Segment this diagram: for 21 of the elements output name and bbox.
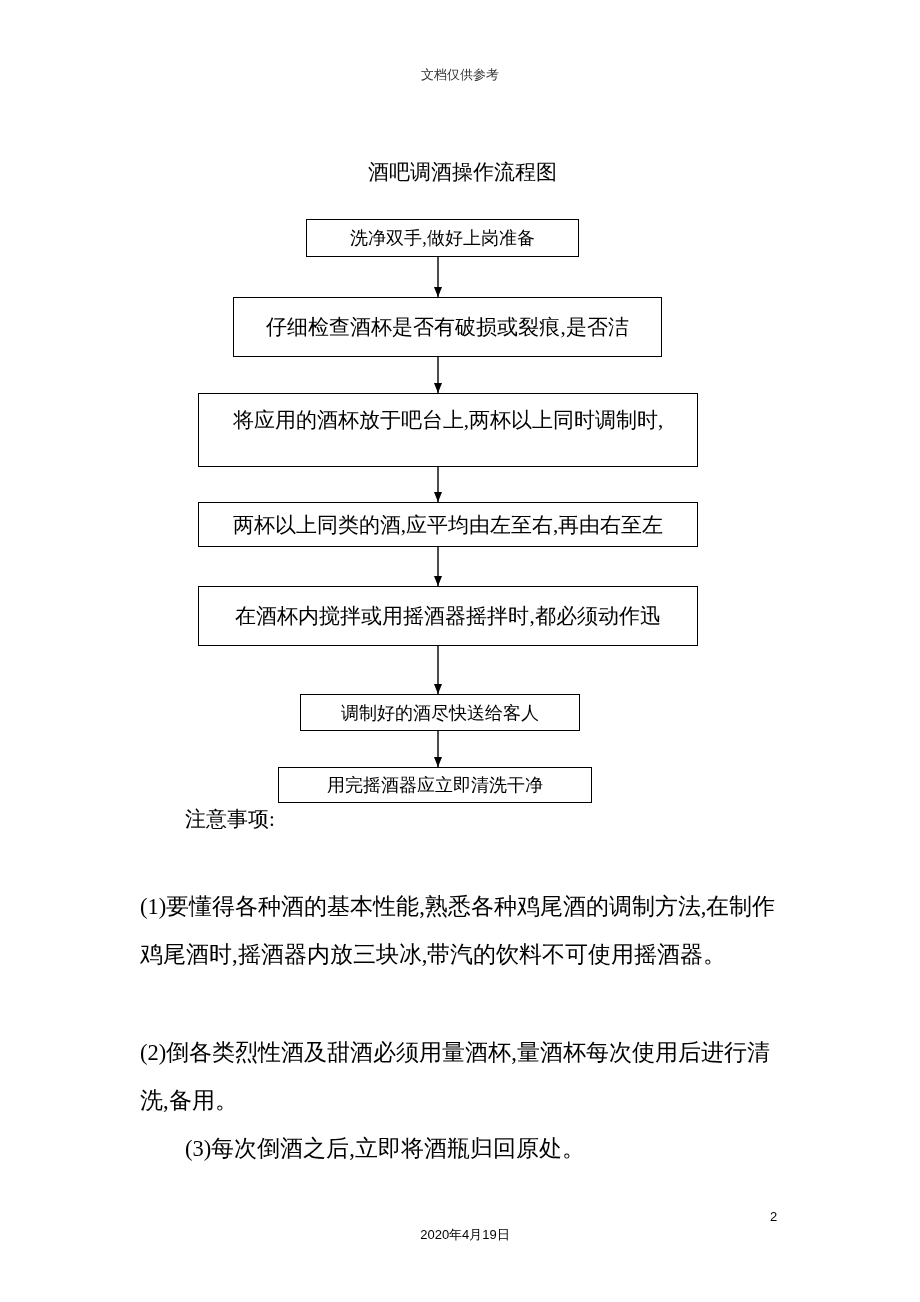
process-box: 两杯以上同类的酒,应平均由左至右,再由右至左: [198, 502, 698, 547]
section-heading: 注意事项:: [185, 806, 275, 833]
arrow: [434, 256, 442, 298]
process-box: 在酒杯内搅拌或用摇酒器摇拌时,都必须动作迅: [198, 586, 698, 646]
process-box: 用完摇酒器应立即清洗干净: [278, 767, 592, 803]
process-box: 仔细检查酒杯是否有破损或裂痕,是否洁: [233, 297, 662, 357]
arrow: [434, 645, 442, 695]
arrow: [434, 356, 442, 394]
arrow: [434, 546, 442, 587]
note-paragraph: (1)要懂得各种酒的基本性能,熟悉各种鸡尾酒的调制方法,在制作鸡尾酒时,摇酒器内放三块冰,带汽的饮料不可使用摇酒器。: [140, 893, 776, 969]
process-box: 将应用的酒杯放于吧台上,两杯以上同时调制时,: [198, 393, 698, 467]
note-paragraph: (2)倒各类烈性酒及甜酒必须用量酒杯,量酒杯每次使用后进行清洗,备用。: [140, 1039, 771, 1115]
page-header: 文档仅供参考: [420, 66, 500, 84]
arrow: [434, 466, 442, 503]
process-box: 调制好的酒尽快送给客人: [300, 694, 580, 731]
note-paragraph: (3)每次倒酒之后,立即将酒瓶归回原处。: [185, 1135, 585, 1163]
title: 酒吧调酒操作流程图: [366, 159, 558, 186]
process-box: 洗净双手,做好上岗准备: [306, 219, 579, 257]
arrow: [434, 730, 442, 768]
page-number: 2: [770, 1208, 778, 1226]
date-footer: 2020年4月19日: [410, 1226, 520, 1244]
